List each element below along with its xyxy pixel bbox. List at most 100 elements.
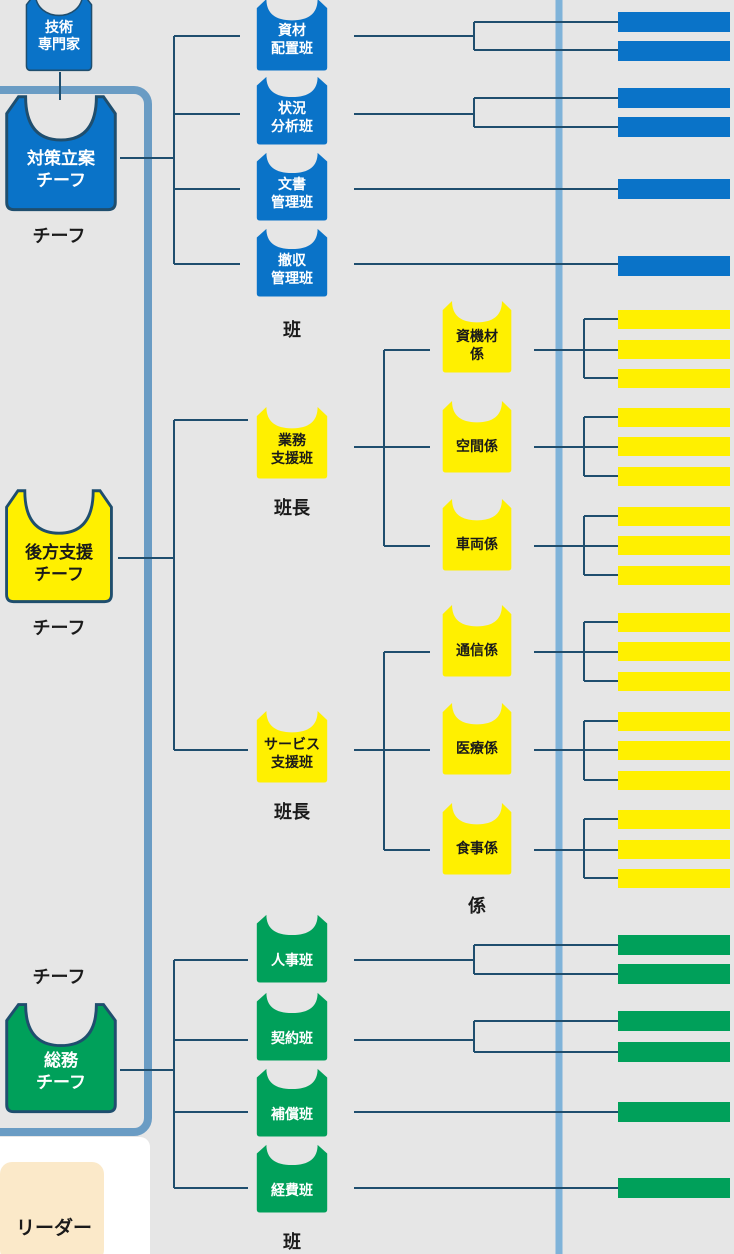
vest-icon [256,1068,328,1137]
vest-icon [442,401,512,473]
section-label-vehicle: 車両係 [456,537,498,553]
member-bar [618,964,730,984]
unit-label-material: 資材 配置班 [271,23,313,57]
unit-label-personnel: 人事班 [271,953,313,969]
kakari-caption: 係 [468,896,486,917]
member-bar [618,507,730,526]
vest-icon [442,301,512,373]
leader-box [0,1162,104,1254]
vest-icon [256,914,328,983]
member-bar [618,179,730,199]
member-bar [618,741,730,760]
chief-caption-2: チーフ [32,618,86,639]
vest-icon [5,95,117,212]
member-bar [618,1178,730,1198]
member-bar [618,408,730,427]
section-label-equipment: 資機材 係 [456,329,498,363]
member-bar [618,536,730,555]
chief-frame [0,86,152,1136]
hancho-caption-1: 班長 [274,498,310,519]
member-bar [618,613,730,632]
vest-icon [442,605,512,677]
vest-icon [442,499,512,571]
general-chief-vest: 総務 チーフ [2,1000,120,1114]
section-vest-communication: 通信係 [438,602,516,678]
vest-icon [256,76,328,145]
section-label-meal: 食事係 [456,841,498,857]
chief-caption-3: チーフ [32,967,86,988]
section-label-communication: 通信係 [456,643,498,659]
tech-expert-vest: 技術 専門家 [22,0,96,72]
unit-vest-business-support: 業務 支援班 [252,404,332,480]
vest-icon [256,152,328,221]
member-bar [618,672,730,691]
unit-label-documents: 文書 管理班 [271,177,313,211]
section-vest-space: 空間係 [438,398,516,474]
vest-icon [5,489,113,604]
vest-icon [256,711,328,783]
policy-chief-vest: 対策立案 チーフ [2,92,120,212]
han-caption-1: 班 [283,320,301,341]
member-bar [618,771,730,790]
member-bar [618,369,730,388]
tech-expert-label: 技術 専門家 [38,20,80,53]
unit-vest-service-support: サービス 支援班 [252,708,332,784]
vest-icon [256,1144,328,1213]
unit-vest-personnel: 人事班 [252,912,332,984]
hancho-caption-2: 班長 [274,802,310,823]
vest-icon [256,0,328,71]
policy-chief-label: 対策立案 チーフ [27,149,95,191]
member-bar [618,869,730,888]
vest-icon [256,407,328,479]
unit-label-withdrawal: 撤収 管理班 [271,253,313,287]
member-bar [618,12,730,32]
logistics-chief-label: 後方支援 チーフ [25,543,93,585]
member-bar [618,256,730,276]
unit-label-compensation: 補償班 [271,1107,313,1123]
unit-vest-analysis: 状況 分析班 [252,74,332,146]
member-bar [618,117,730,137]
unit-vest-compensation: 補償班 [252,1066,332,1138]
section-vest-equipment: 資機材 係 [438,298,516,374]
section-vest-medical: 医療係 [438,700,516,776]
unit-label-business-support: 業務 支援班 [271,433,313,467]
unit-label-service-support: サービス 支援班 [264,737,320,771]
member-bar [618,340,730,359]
unit-label-contract: 契約班 [271,1031,313,1047]
member-bar [618,810,730,829]
vest-icon [5,1003,117,1114]
unit-vest-documents: 文書 管理班 [252,150,332,222]
unit-vest-withdrawal: 撤収 管理班 [252,226,332,298]
member-bar [618,566,730,585]
member-bar [618,1011,730,1031]
member-bar [618,88,730,108]
unit-vest-expenses: 経費班 [252,1142,332,1214]
han-caption-2: 班 [283,1232,301,1253]
vest-icon [442,703,512,775]
vest-icon [256,228,328,297]
chief-caption-1: チーフ [32,226,86,247]
member-bar [618,310,730,329]
member-bar [618,467,730,486]
member-bar [618,712,730,731]
vest-icon [25,0,93,72]
section-label-medical: 医療係 [456,741,498,757]
member-bar [618,1102,730,1122]
section-vest-vehicle: 車両係 [438,496,516,572]
leader-caption: リーダー [15,1217,92,1239]
member-bar [618,935,730,955]
general-chief-label: 総務 チーフ [36,1051,86,1093]
unit-label-analysis: 状況 分析班 [271,101,313,135]
unit-vest-contract: 契約班 [252,990,332,1062]
logistics-chief-vest: 後方支援 チーフ [2,486,116,604]
member-bar [618,642,730,661]
member-bar [618,840,730,859]
member-bar [618,41,730,61]
vest-icon [442,803,512,875]
member-bar [618,1042,730,1062]
unit-vest-material: 資材 配置班 [252,0,332,72]
member-bar [618,437,730,456]
vest-icon [256,992,328,1061]
section-label-space: 空間係 [456,439,498,455]
